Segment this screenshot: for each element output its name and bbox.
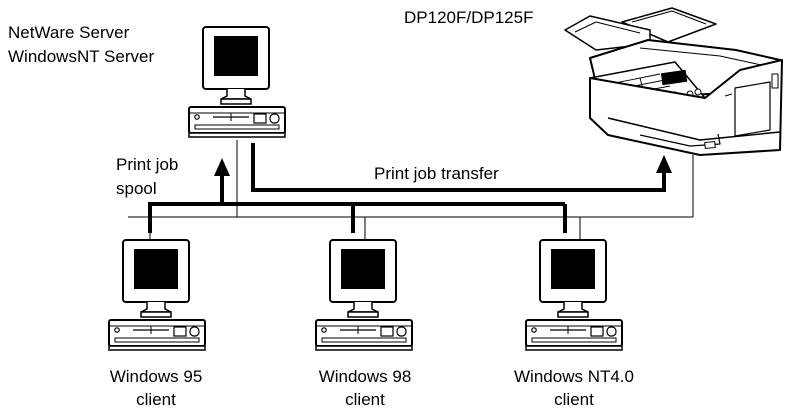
fax-printer-icon xyxy=(564,7,783,156)
print-job-flow xyxy=(148,143,666,233)
client-98-label-line2: client xyxy=(345,390,385,409)
server-label-line1: NetWare Server xyxy=(8,23,130,42)
client-98-label-line1: Windows 98 xyxy=(318,367,412,386)
client-98-computer-icon xyxy=(315,239,413,351)
spool-label-line2: spool xyxy=(116,179,157,198)
client-nt-label-line1: Windows NT4.0 xyxy=(514,367,634,386)
transfer-arrowhead xyxy=(656,155,672,173)
printer-model-label: DP120F/DP125F xyxy=(404,8,534,27)
server-label-line2: WindowsNT Server xyxy=(8,47,155,66)
transfer-label: Print job transfer xyxy=(374,164,499,183)
client-95-label-line1: Windows 95 xyxy=(109,367,203,386)
server-computer-icon xyxy=(188,26,286,138)
client-nt-label-line2: client xyxy=(554,390,594,409)
client-95-label-line2: client xyxy=(136,390,176,409)
client-nt-computer-icon xyxy=(525,239,623,351)
spool-label-line1: Print job xyxy=(116,155,179,174)
spool-arrowhead xyxy=(214,158,230,176)
client-95-computer-icon xyxy=(108,239,206,351)
